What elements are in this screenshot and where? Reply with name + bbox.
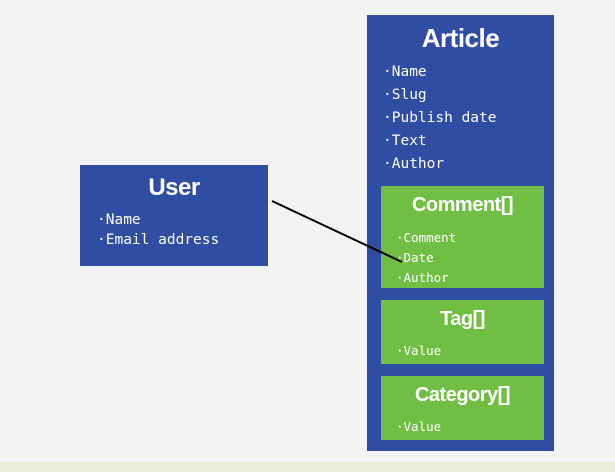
article-field-slug: Slug (383, 84, 554, 107)
category-field-value: Value (396, 417, 544, 437)
article-title: Article (421, 23, 500, 53)
tag-title: Tag[] (440, 308, 485, 330)
bottom-strip (0, 462, 615, 472)
article-field-author: Author (383, 153, 554, 176)
comment-title: Comment[] (411, 194, 514, 216)
article-field-publish-date: Publish date (383, 107, 554, 130)
category-title: Category[] (414, 384, 511, 406)
tag-field-value: Value (396, 341, 544, 361)
user-entity-box: User Name Email address (80, 165, 268, 266)
category-field-list: Value (396, 417, 544, 437)
article-field-name: Name (383, 61, 554, 84)
article-field-text: Text (383, 130, 554, 153)
tag-field-list: Value (396, 341, 544, 361)
user-title: User (148, 174, 200, 201)
comment-subentity-box: Comment[] Comment Date Author (381, 186, 544, 288)
user-field-list: Name Email address (97, 210, 268, 250)
article-field-list: Name Slug Publish date Text Author (383, 61, 554, 176)
comment-field-comment: Comment (396, 228, 544, 248)
category-subentity-box: Category[] Value (381, 376, 544, 440)
comment-field-date: Date (396, 248, 544, 268)
comment-field-author: Author (396, 268, 544, 288)
tag-subentity-box: Tag[] Value (381, 300, 544, 364)
user-field-email: Email address (97, 230, 268, 250)
comment-field-list: Comment Date Author (396, 228, 544, 288)
user-field-name: Name (97, 210, 268, 230)
